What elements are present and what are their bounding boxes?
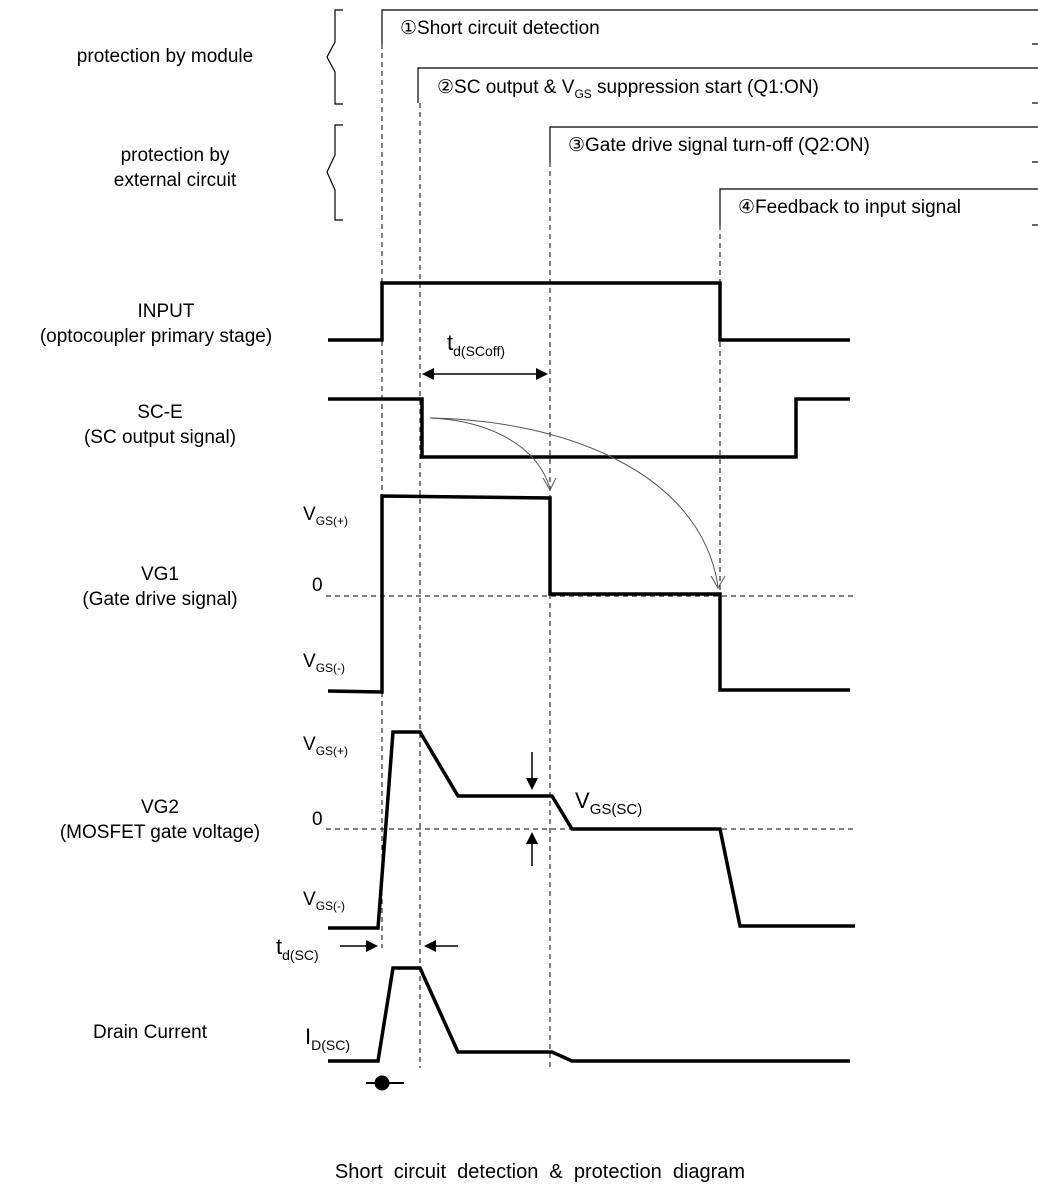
input-waveform (328, 281, 850, 342)
external-protection-label-line1: protection by (121, 145, 230, 166)
drain-current-waveform (328, 966, 850, 1063)
vg1-vgs-neg-label: VGS(-) (303, 651, 345, 675)
vg2-zero-label: 0 (312, 809, 323, 830)
event-2-label-post: suppression start (Q1:ON) (592, 77, 819, 98)
vg1-zero-label: 0 (312, 575, 323, 596)
event-2-label-pre: ②SC output & V (437, 77, 575, 98)
vg2-vgs-pos-label: VGS(+) (303, 734, 348, 758)
td-sc-left-arrow (340, 940, 378, 952)
td-sc-label: td(SC) (276, 934, 319, 963)
external-protection-label-line2: external circuit (114, 170, 237, 191)
vg2-waveform (328, 730, 855, 930)
event-3-label: ③Gate drive signal turn-off (Q2:ON) (568, 135, 870, 156)
input-signal-desc: (optocoupler primary stage) (40, 326, 272, 347)
vg1-vgs-pos-label: VGS(+) (303, 504, 348, 528)
module-protection-brace (326, 9, 343, 105)
external-protection-brace (326, 124, 343, 221)
td-sc-right-arrow (424, 940, 458, 952)
event-1-label: ①Short circuit detection (400, 18, 600, 39)
id-sc-detection-marker (366, 1075, 404, 1091)
vg1-signal-desc: (Gate drive signal) (82, 589, 237, 610)
sce-signal-desc: (SC output signal) (84, 427, 236, 448)
vg2-signal-name: VG2 (141, 797, 179, 818)
module-protection-label: protection by module (77, 46, 253, 67)
td-sc-sub: d(SC) (282, 947, 319, 963)
event-2-bracket (417, 67, 1038, 104)
input-signal-name: INPUT (138, 301, 195, 322)
drain-current-name: Drain Current (93, 1022, 208, 1043)
td-scoff-label: td(SCoff) (447, 330, 505, 359)
vg2-vgs-neg-label: VGS(-) (303, 889, 345, 913)
sce-to-feedback-arrow (429, 417, 726, 589)
sce-signal-name: SC-E (137, 402, 182, 423)
event-2-label: ②SC output & VGS suppression start (Q1:O… (437, 77, 819, 101)
sce-waveform (328, 397, 850, 459)
event-4-bracket (719, 188, 1038, 226)
id-sc-label: ID(SC) (305, 1024, 350, 1053)
td-scoff-sub: d(SCoff) (453, 343, 505, 359)
td-scoff-arrow (422, 368, 548, 380)
vgs-sc-label: VGS(SC) (575, 788, 642, 818)
sce-to-vg1-turnoff-arrow (429, 417, 557, 492)
td-scoff-t: t (447, 330, 453, 355)
vg1-waveform (327, 494, 850, 694)
event-1-bracket (381, 9, 1038, 45)
event-4-label: ④Feedback to input signal (738, 197, 961, 218)
diagram-caption: Short circuit detection & protection dia… (335, 1161, 745, 1183)
vgs-sc-marker-bottom-arrow (526, 832, 538, 866)
vg2-signal-desc: (MOSFET gate voltage) (60, 822, 260, 843)
td-sc-t: t (276, 934, 282, 959)
vg1-signal-name: VG1 (141, 564, 179, 585)
vgs-sc-marker-top-arrow (526, 752, 538, 790)
event-3-bracket (549, 126, 1038, 163)
event-2-label-sub: GS (574, 87, 591, 101)
